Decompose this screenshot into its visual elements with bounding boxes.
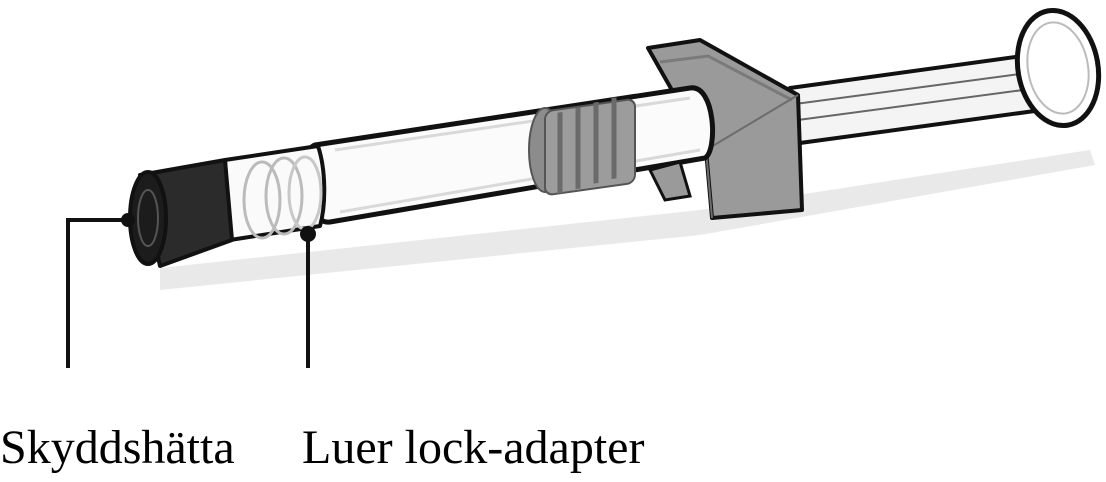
syringe-barrel [303,85,716,225]
syringe-shadow [160,150,1095,290]
cap-leader-line [66,218,126,368]
luer-lock-adapter [223,144,327,242]
cap-label: Skyddshätta [0,421,235,474]
luer-lock-label: Luer lock-adapter [302,421,645,474]
plunger-rod [788,53,1044,145]
protective-cap [121,158,234,268]
cap-pointer-dot [121,213,135,227]
rubber-stopper [528,97,636,196]
plunger-thumb-press [1014,7,1102,129]
